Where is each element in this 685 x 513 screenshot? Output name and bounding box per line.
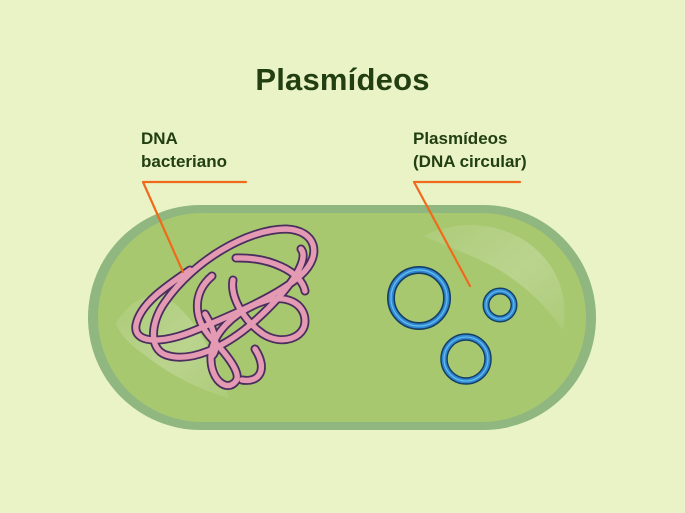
leader-line-bacterial-dna — [141, 180, 248, 274]
plasmids — [387, 266, 518, 385]
plasmids-label-line2: (DNA circular) — [413, 152, 527, 171]
bacterium-cell — [88, 205, 596, 430]
cell-highlight-right — [424, 225, 565, 330]
leader-line-plasmids — [412, 180, 522, 288]
cell-membrane — [98, 213, 586, 422]
plasmids-label: Plasmídeos (DNA circular) — [413, 127, 527, 173]
bacterial-dna-label-line1: DNA — [141, 129, 178, 148]
page-title: Plasmídeos — [255, 62, 430, 97]
bacterial-dna-label: DNA bacteriano — [141, 127, 227, 173]
cell-highlight-left — [116, 295, 229, 398]
bacterial-dna-label-line2: bacteriano — [141, 152, 227, 171]
bacterial-dna — [131, 224, 319, 390]
leader-lines — [141, 180, 522, 288]
plasmids-label-line1: Plasmídeos — [413, 129, 508, 148]
